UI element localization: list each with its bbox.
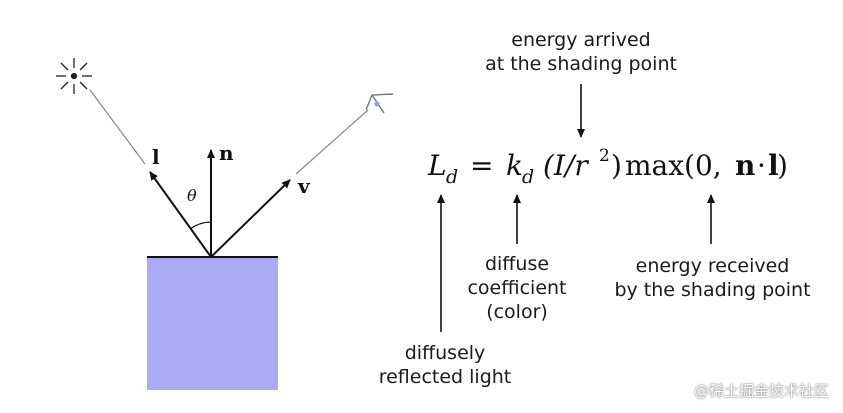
energy-arrived-annotation: energy arrived at the shading point [480,28,682,76]
light-ray [89,89,146,165]
energy-arrived-line1: energy arrived [511,29,651,51]
angle-arc [189,221,212,230]
view-vector-label: v [297,174,311,198]
eq-intensity-exp: 2 [599,146,610,166]
rendering-equation: L d = k d (I/r 2 ) max(0, n · l ) [427,146,788,188]
diffuse-coefficient-line1: diffuse [484,253,550,275]
diffuse-coefficient-line3: (color) [486,301,548,323]
light-vector-label: l [152,145,160,169]
eq-coef: k [506,149,523,182]
normal-vector-label: n [219,141,234,165]
eq-dot: · [757,149,766,182]
light-vector-arrow [149,171,212,258]
surface-block [147,257,278,390]
energy-received-annotation: energy received by the shading point [610,254,815,302]
eq-intensity: (I/r [543,149,589,182]
diffusely-reflected-line2: reflected light [378,366,512,388]
eq-n: n [735,149,755,182]
view-ray [295,109,369,175]
view-vector-arrow [210,179,291,258]
energy-received-line2: by the shading point [614,279,811,301]
eq-coef-sub: d [522,166,534,188]
diffuse-coefficient-line2: coefficient [467,277,567,299]
eq-intensity-close: ) [611,149,622,182]
eq-close: ) [777,149,788,182]
eq-lhs: L [427,149,447,182]
diffusely-reflected-annotation: diffusely reflected light [370,341,520,389]
energy-received-line1: energy received [635,255,790,277]
diffusely-reflected-line1: diffusely [404,342,486,364]
eq-l: l [768,149,779,182]
angle-label: θ [187,186,197,205]
eye-icon [365,93,394,114]
eq-lhs-sub: d [446,166,458,188]
eq-equals: = [470,149,493,182]
watermark: @稀土掘金技术社区 [693,382,829,400]
sun-icon [56,58,92,94]
energy-arrived-line2: at the shading point [485,53,677,75]
diffuse-coefficient-annotation: diffuse coefficient (color) [465,252,569,324]
eq-max: max(0, [625,149,722,182]
